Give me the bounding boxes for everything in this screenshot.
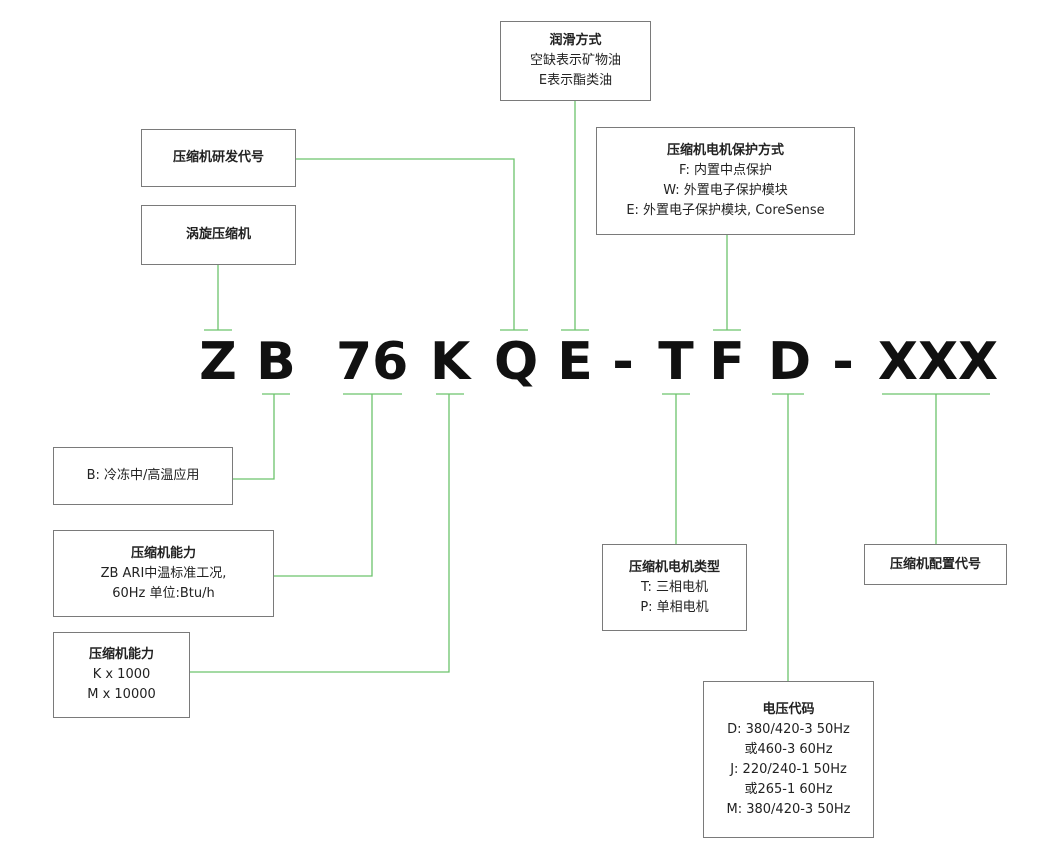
- scroll-title: 涡旋压缩机: [185, 227, 251, 242]
- motor-protection-line: E: 外置电子保护模块, CoreSense: [626, 203, 825, 218]
- code-q: Q: [494, 332, 539, 392]
- voltage-title: 电压代码: [762, 701, 815, 717]
- config-box: 压缩机配置代号: [864, 544, 1007, 585]
- multiplier-title: 压缩机能力: [88, 647, 154, 662]
- motor-protection-line: F: 内置中点保护: [679, 163, 772, 178]
- motor-protection-line: W: 外置电子保护模块: [663, 183, 788, 198]
- voltage-line: M: 380/420-3 50Hz: [726, 801, 851, 817]
- motor-protection-box: 压缩机电机保护方式 F: 内置中点保护 W: 外置电子保护模块 E: 外置电子保…: [596, 127, 855, 235]
- capacity-line: ZB ARI中温标准工况,: [100, 565, 227, 581]
- capacity-title: 压缩机能力: [130, 545, 196, 561]
- code-config-xxx: XXX: [877, 332, 999, 392]
- lubrication-title: 润滑方式: [549, 33, 602, 48]
- connector-capacity: [274, 394, 373, 577]
- connector-multiplier: [190, 394, 450, 673]
- code-t: T: [658, 332, 694, 392]
- lubrication-box: 润滑方式 空缺表示矿物油 E表示酯类油: [500, 21, 651, 101]
- voltage-line: J: 220/240-1 50Hz: [730, 761, 847, 777]
- multiplier-line: K x 1000: [92, 667, 151, 682]
- config-title: 压缩机配置代号: [889, 556, 981, 572]
- voltage-line: D: 380/420-3 50Hz: [727, 721, 850, 737]
- dev-code-title: 压缩机研发代号: [172, 150, 264, 165]
- lubrication-line: E表示酯类油: [538, 73, 613, 88]
- multiplier-box: 压缩机能力 K x 1000 M x 10000: [53, 632, 190, 718]
- motor-type-line: T: 三相电机: [640, 579, 709, 595]
- application-box: B: 冷冻中/高温应用: [53, 447, 233, 505]
- connector-dev-code: [296, 158, 515, 330]
- code-z: Z: [199, 332, 237, 392]
- code-d: D: [768, 332, 812, 392]
- code-dash-2: -: [832, 332, 854, 392]
- voltage-line: 或265-1 60Hz: [744, 781, 833, 797]
- code-k: K: [430, 332, 471, 392]
- lubrication-line: 空缺表示矿物油: [529, 53, 621, 68]
- capacity-box: 压缩机能力 ZB ARI中温标准工况, 60Hz 单位:Btu/h: [53, 530, 274, 617]
- code-dash-1: -: [612, 332, 634, 392]
- multiplier-line: M x 10000: [87, 687, 156, 702]
- voltage-box: 电压代码 D: 380/420-3 50Hz 或460-3 60Hz J: 22…: [703, 681, 874, 838]
- code-b: B: [256, 332, 296, 392]
- capacity-line: 60Hz 单位:Btu/h: [112, 585, 215, 601]
- application-text: B: 冷冻中/高温应用: [86, 468, 200, 483]
- motor-protection-title: 压缩机电机保护方式: [666, 143, 784, 158]
- motor-type-box: 压缩机电机类型 T: 三相电机 P: 单相电机: [602, 544, 747, 631]
- dev-code-box: 压缩机研发代号: [141, 129, 296, 187]
- motor-type-title: 压缩机电机类型: [628, 559, 720, 575]
- motor-type-line: P: 单相电机: [640, 599, 709, 615]
- voltage-line: 或460-3 60Hz: [744, 741, 833, 757]
- code-capacity: 76: [336, 332, 409, 392]
- code-f: F: [709, 332, 745, 392]
- code-e: E: [557, 332, 593, 392]
- scroll-box: 涡旋压缩机: [141, 205, 296, 265]
- connector-application: [233, 394, 275, 480]
